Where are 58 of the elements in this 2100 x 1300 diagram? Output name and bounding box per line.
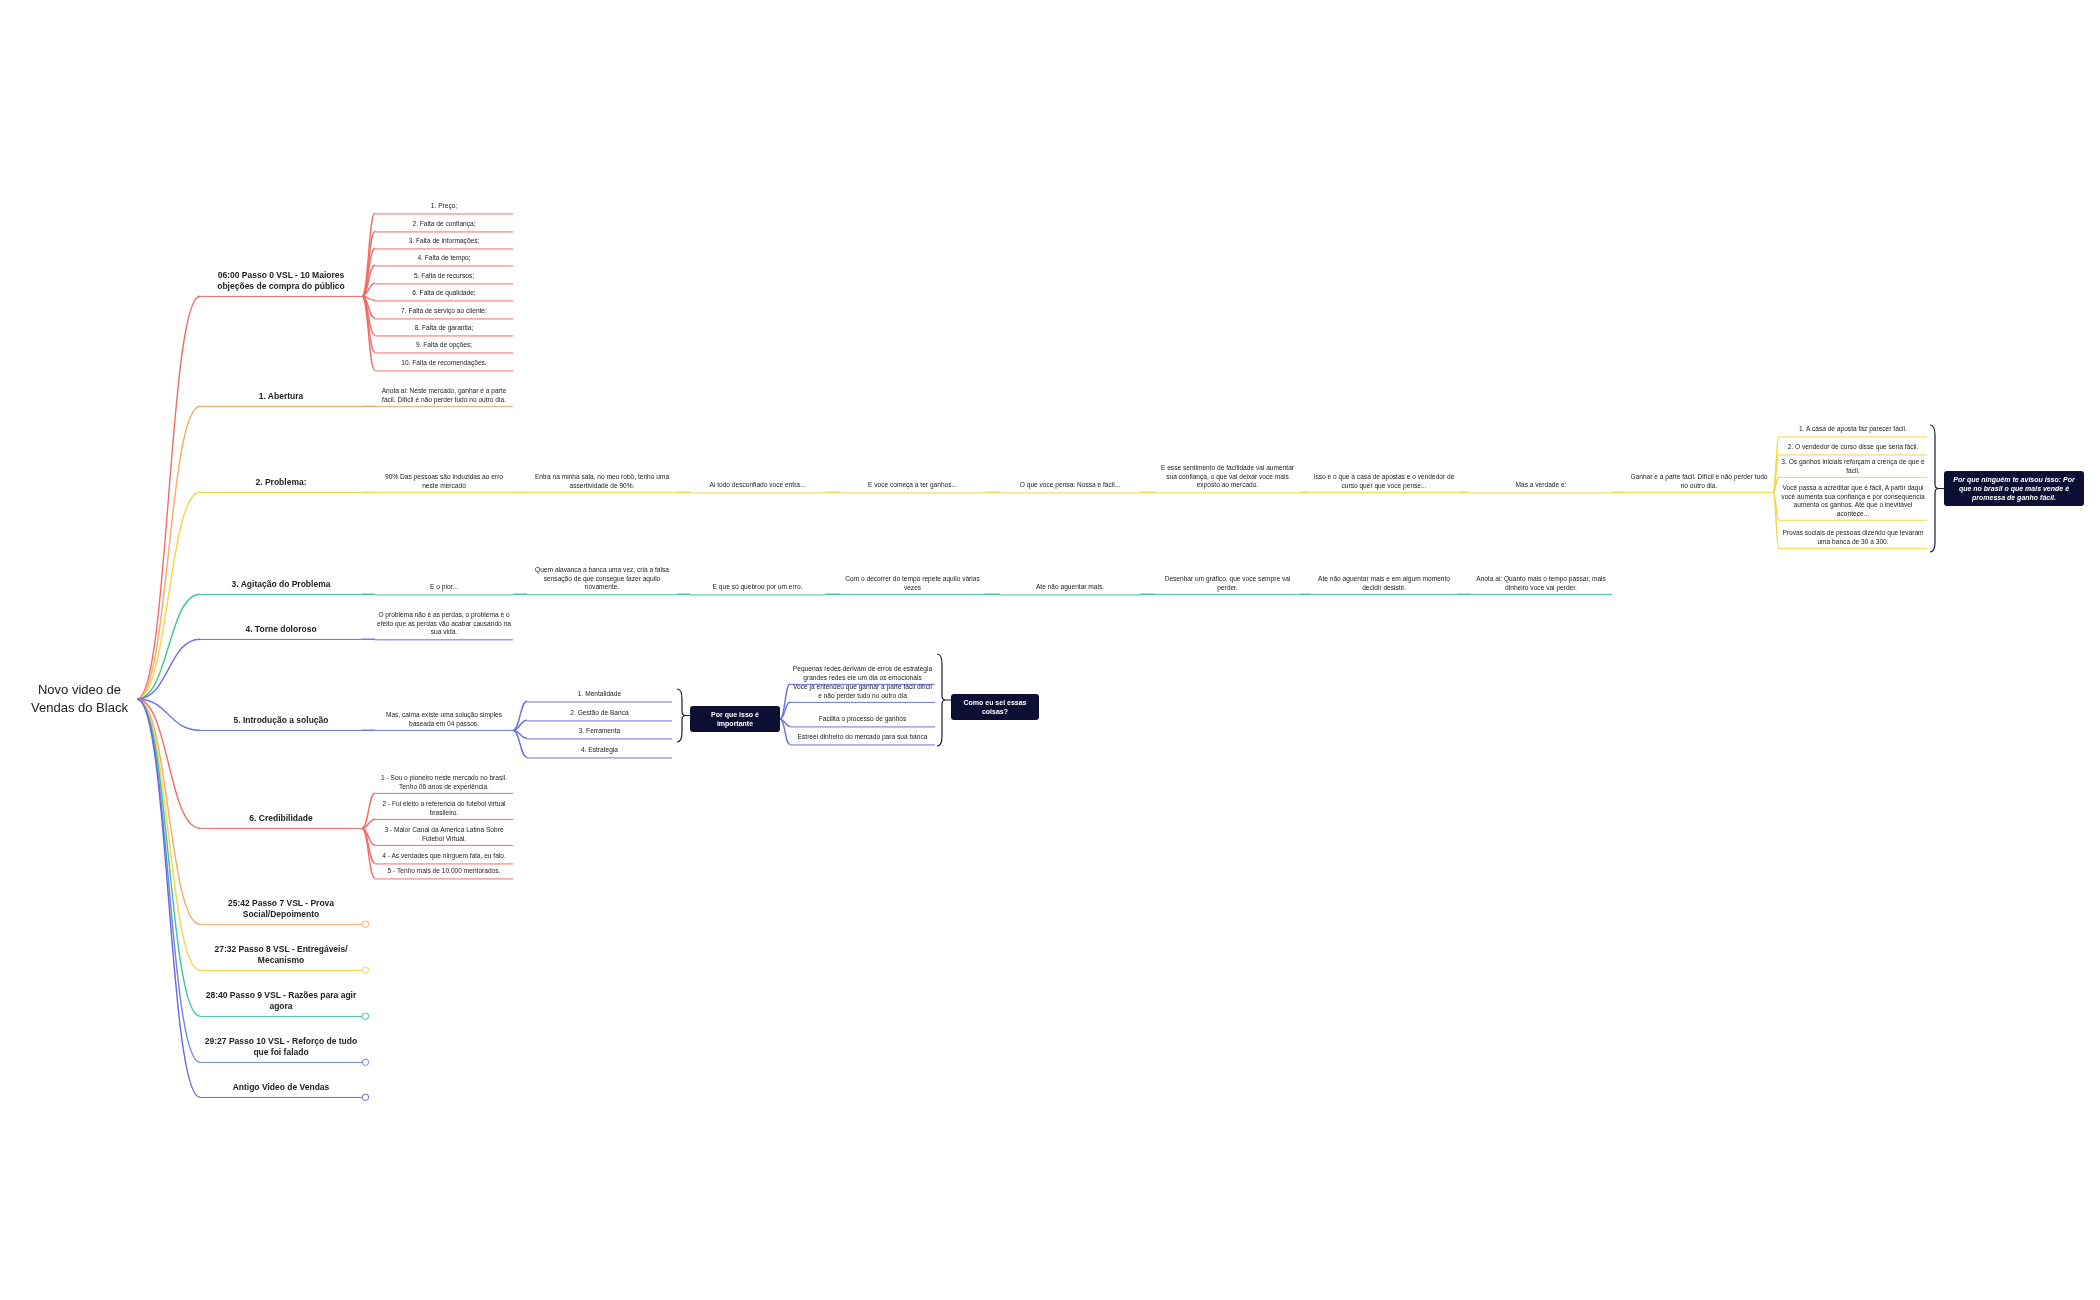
main-topic: Antigo Video de Vendas bbox=[200, 1081, 362, 1098]
branch-line bbox=[1139, 593, 1156, 595]
branch-line bbox=[512, 700, 528, 731]
branch-line bbox=[512, 593, 528, 595]
branch-line bbox=[676, 491, 691, 493]
branch-line bbox=[361, 295, 376, 336]
branch-line bbox=[361, 282, 376, 297]
branch-line bbox=[361, 491, 376, 493]
branch-line bbox=[361, 827, 376, 864]
main-topic: 28:40 Passo 9 VSL - Razões para agir agora bbox=[200, 989, 362, 1017]
branch-line bbox=[1772, 491, 1780, 549]
main-topic: 1. Abertura bbox=[200, 390, 362, 407]
main-topic: 25:42 Passo 7 VSL - Prova Social/Depoimento bbox=[200, 897, 362, 925]
branch-line bbox=[136, 698, 201, 829]
branch-line bbox=[1457, 491, 1471, 493]
main-topic: 5. Introdução a solução bbox=[200, 714, 362, 731]
branch-line bbox=[1772, 435, 1780, 493]
branch-line bbox=[361, 295, 376, 353]
branch-line bbox=[361, 295, 376, 371]
branch-line bbox=[361, 230, 376, 297]
branch-line bbox=[984, 593, 1001, 595]
branch-line bbox=[512, 491, 528, 493]
branch-line bbox=[1772, 491, 1780, 521]
main-topic: 6. Credibilidade bbox=[200, 812, 362, 829]
main-topic: 29:27 Passo 10 VSL - Reforço de tudo que foi falado bbox=[200, 1035, 362, 1063]
branch-line bbox=[1299, 491, 1311, 493]
branch-line bbox=[361, 593, 376, 595]
main-topic: 2. Problema: bbox=[200, 476, 362, 493]
main-topic: 4. Torne doloroso bbox=[200, 623, 362, 640]
branch-line bbox=[361, 405, 376, 407]
main-topic: 06:00 Passo 0 VSL - 10 Maiores objeções de compra do público bbox=[200, 269, 362, 297]
branch-line bbox=[1457, 593, 1471, 595]
main-topic: 3. Agitação do Problema bbox=[200, 578, 362, 595]
branch-line bbox=[512, 729, 528, 739]
branch-line bbox=[512, 729, 528, 758]
branch-line bbox=[1139, 491, 1156, 493]
branch-line bbox=[1772, 453, 1780, 493]
branch-line bbox=[1611, 491, 1626, 493]
branch-line bbox=[361, 638, 376, 640]
branch-line bbox=[361, 264, 376, 297]
branch-line bbox=[779, 718, 791, 745]
branch-line bbox=[361, 295, 376, 301]
branch-line bbox=[361, 818, 376, 829]
branch-line bbox=[824, 491, 841, 493]
branch-line bbox=[361, 827, 376, 879]
branch-line bbox=[824, 593, 841, 595]
branch-line bbox=[779, 683, 791, 720]
branch-line bbox=[361, 729, 376, 731]
branch-line bbox=[1299, 593, 1311, 595]
branch-line bbox=[512, 719, 528, 731]
branch-line bbox=[361, 792, 376, 829]
main-topic: 27:32 Passo 8 VSL - Entregáveis/ Mecanismo bbox=[200, 943, 362, 971]
branch-line bbox=[779, 701, 791, 720]
branch-line bbox=[1772, 476, 1780, 493]
branch-line bbox=[984, 491, 1001, 493]
branch-line bbox=[136, 295, 201, 700]
central-topic: Novo video de Vendas do Black bbox=[22, 681, 137, 717]
branch-line bbox=[676, 593, 691, 595]
